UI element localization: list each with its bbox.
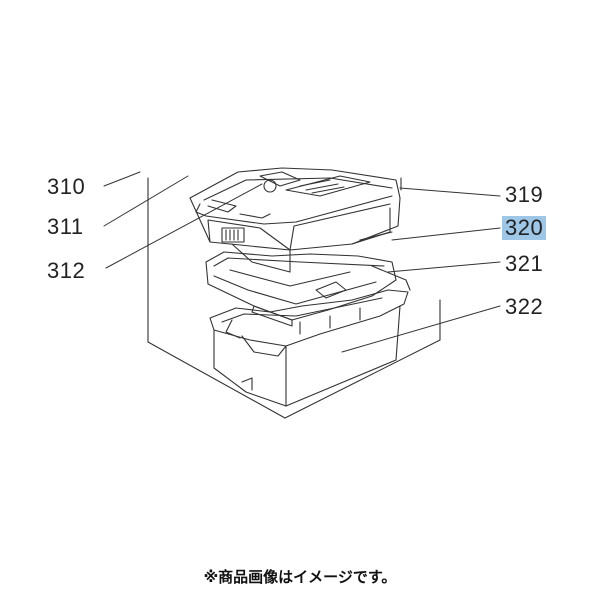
callout-312: 312 [47, 258, 86, 283]
leader-319 [399, 187, 501, 197]
upper-drawer [189, 167, 401, 273]
callout-321: 321 [505, 251, 544, 276]
image-disclaimer-note: ※商品画像はイメージです。 [203, 569, 397, 586]
leader-lines [103, 171, 501, 353]
callout-320-highlighted: 320 [502, 216, 547, 240]
leader-312 [105, 183, 263, 269]
lower-bin [209, 289, 409, 407]
leader-321 [387, 261, 501, 273]
callout-311: 311 [47, 214, 84, 239]
callout-322: 322 [505, 294, 544, 319]
leader-311 [103, 175, 189, 227]
leader-320 [391, 227, 501, 241]
leader-310 [103, 171, 141, 187]
middle-tray [205, 231, 411, 327]
callout-319: 319 [505, 182, 544, 207]
callout-310: 310 [47, 174, 86, 199]
cabinet-frame [147, 177, 441, 419]
leader-322 [341, 305, 501, 353]
